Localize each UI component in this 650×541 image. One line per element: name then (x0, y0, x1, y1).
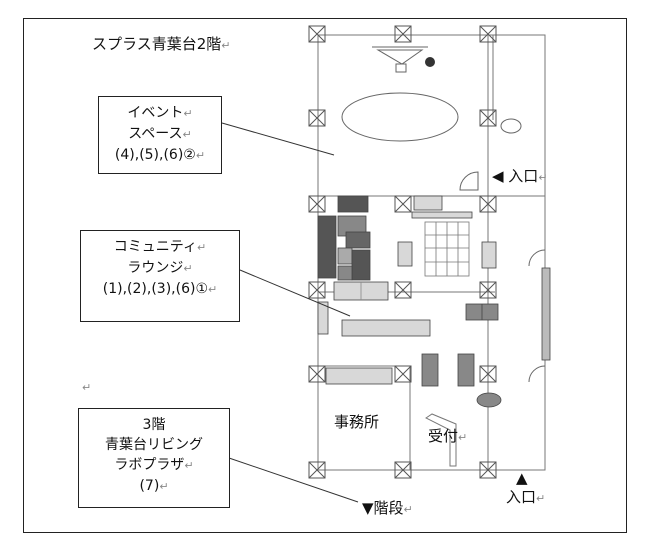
lounge-line-2: ラウンジ (127, 260, 184, 276)
lounge-furniture (317, 195, 551, 408)
sofa-block (337, 265, 353, 281)
community-lounge-label: コミュニティ↵ ラウンジ↵ (1),(2),(3),(6)①↵ (80, 230, 240, 322)
lounge-line-1: コミュニティ (113, 239, 197, 255)
third-line-3: ラボプラザ (114, 457, 185, 473)
stool (397, 241, 413, 267)
diagram-frame (23, 18, 627, 533)
lounge-line-3: (1),(2),(3),(6)① (102, 281, 208, 297)
sofa-block (317, 215, 337, 279)
door-right-mid (528, 249, 546, 267)
third-line-1: 3階 (142, 417, 166, 433)
event-furniture (341, 46, 546, 383)
reception-label: 受付↵ (428, 427, 468, 445)
stool (481, 241, 497, 269)
projector-screen (376, 49, 424, 65)
column (479, 195, 497, 213)
speaker-icon (425, 57, 435, 67)
column (479, 461, 497, 479)
column (479, 25, 497, 43)
column (308, 281, 326, 299)
event-line-2: スペース (128, 126, 183, 142)
event-space-label: イベント↵ スペース↵ (4),(5),(6)②↵ (98, 96, 222, 174)
event-line-1: イベント (127, 105, 184, 121)
sofa-block (337, 247, 353, 265)
sofa-block (351, 249, 371, 281)
third-line-2: 青葉台リビング (105, 437, 203, 453)
column (308, 461, 326, 479)
reception-stool (476, 392, 502, 408)
reception-counter (425, 413, 457, 467)
third-line-4: (7) (139, 478, 160, 494)
leader-lines (221, 122, 359, 503)
door-right-top (459, 171, 479, 191)
projector (395, 63, 407, 73)
column (308, 365, 326, 383)
column (308, 195, 326, 213)
side-panel (317, 301, 329, 335)
door-right-low (528, 365, 546, 383)
column (394, 25, 412, 43)
wall-panel (541, 267, 551, 361)
return-mark: ↵ (82, 381, 92, 394)
column (479, 365, 497, 383)
chair (457, 353, 475, 387)
column (308, 25, 326, 43)
small-table (500, 118, 522, 134)
column (479, 109, 497, 127)
page-title: スプラス青葉台2階↵ (92, 35, 231, 53)
long-table (341, 319, 431, 337)
office-label: 事務所 (334, 413, 380, 431)
column (394, 195, 412, 213)
shelf-bottom (325, 367, 393, 385)
entrance-bottom-label: 入口↵ (506, 488, 546, 506)
event-line-3: (4),(5),(6)② (114, 147, 196, 163)
stairs-label: ▼階段↵ (362, 499, 413, 517)
third-floor-label: 3階 青葉台リビング ラボプラザ↵ (7)↵ (78, 408, 230, 508)
grid-table (424, 221, 470, 277)
entrance-right-label: ◀ 入口↵ (492, 167, 548, 185)
counter (413, 195, 443, 211)
column (394, 281, 412, 299)
shelf (337, 195, 369, 213)
column (394, 365, 412, 383)
sofa-block (345, 231, 371, 249)
counter (411, 211, 473, 219)
entrance-bottom-arrow: ▲ (516, 469, 528, 487)
event-table (341, 92, 459, 142)
chair (421, 353, 439, 387)
column (308, 109, 326, 127)
column (394, 461, 412, 479)
column (479, 281, 497, 299)
